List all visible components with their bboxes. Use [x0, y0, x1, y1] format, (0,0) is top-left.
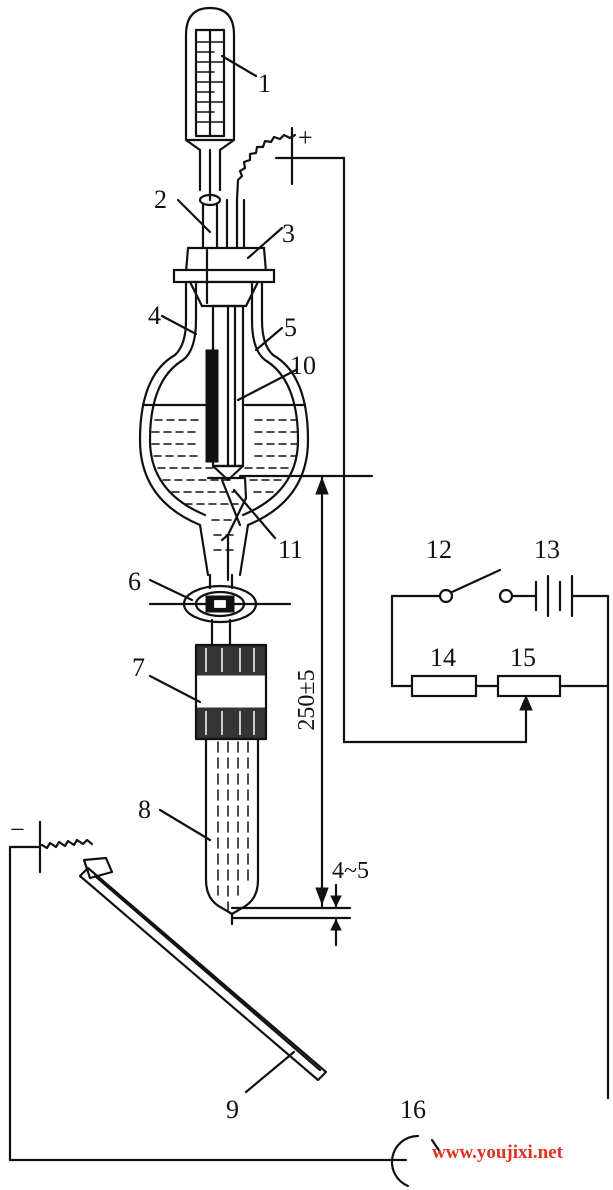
conductor-tubes: [201, 198, 246, 252]
ammeter: [390, 1134, 442, 1188]
leader-lines: [148, 54, 298, 1094]
label-15: 15: [510, 643, 536, 672]
anode-lead: [235, 126, 528, 744]
label-10: 10: [290, 351, 316, 380]
stopcock: [148, 573, 292, 647]
specimen-holder: [8, 820, 394, 1162]
label-5: 5: [284, 313, 297, 342]
label-6: 6: [128, 567, 141, 596]
circuit: [390, 568, 610, 1100]
dimension-length: 250±5: [294, 669, 320, 730]
label-11: 11: [278, 535, 303, 564]
label-1: 1: [258, 69, 271, 98]
label-3: 3: [282, 219, 295, 248]
label-12: 12: [426, 535, 452, 564]
dimension-gap: 4~5: [332, 858, 369, 884]
label-13: 13: [534, 535, 560, 564]
label-9: 9: [226, 1095, 239, 1124]
watermark: www.youjixi.net: [432, 1142, 564, 1163]
plus-sign: +: [298, 123, 313, 152]
stopper: [172, 246, 276, 308]
label-16: 16: [400, 1095, 426, 1124]
capillary-tube: [204, 737, 260, 926]
label-7: 7: [132, 653, 145, 682]
label-14: 14: [430, 643, 456, 672]
label-4: 4: [148, 301, 161, 330]
dimension-lines: [230, 474, 374, 947]
thermometer: [184, 6, 236, 207]
minus-sign: −: [10, 815, 25, 844]
hose-connector: [194, 643, 268, 741]
electrolytic-cell: [138, 280, 310, 582]
label-2: 2: [154, 185, 167, 214]
label-8: 8: [138, 795, 151, 824]
